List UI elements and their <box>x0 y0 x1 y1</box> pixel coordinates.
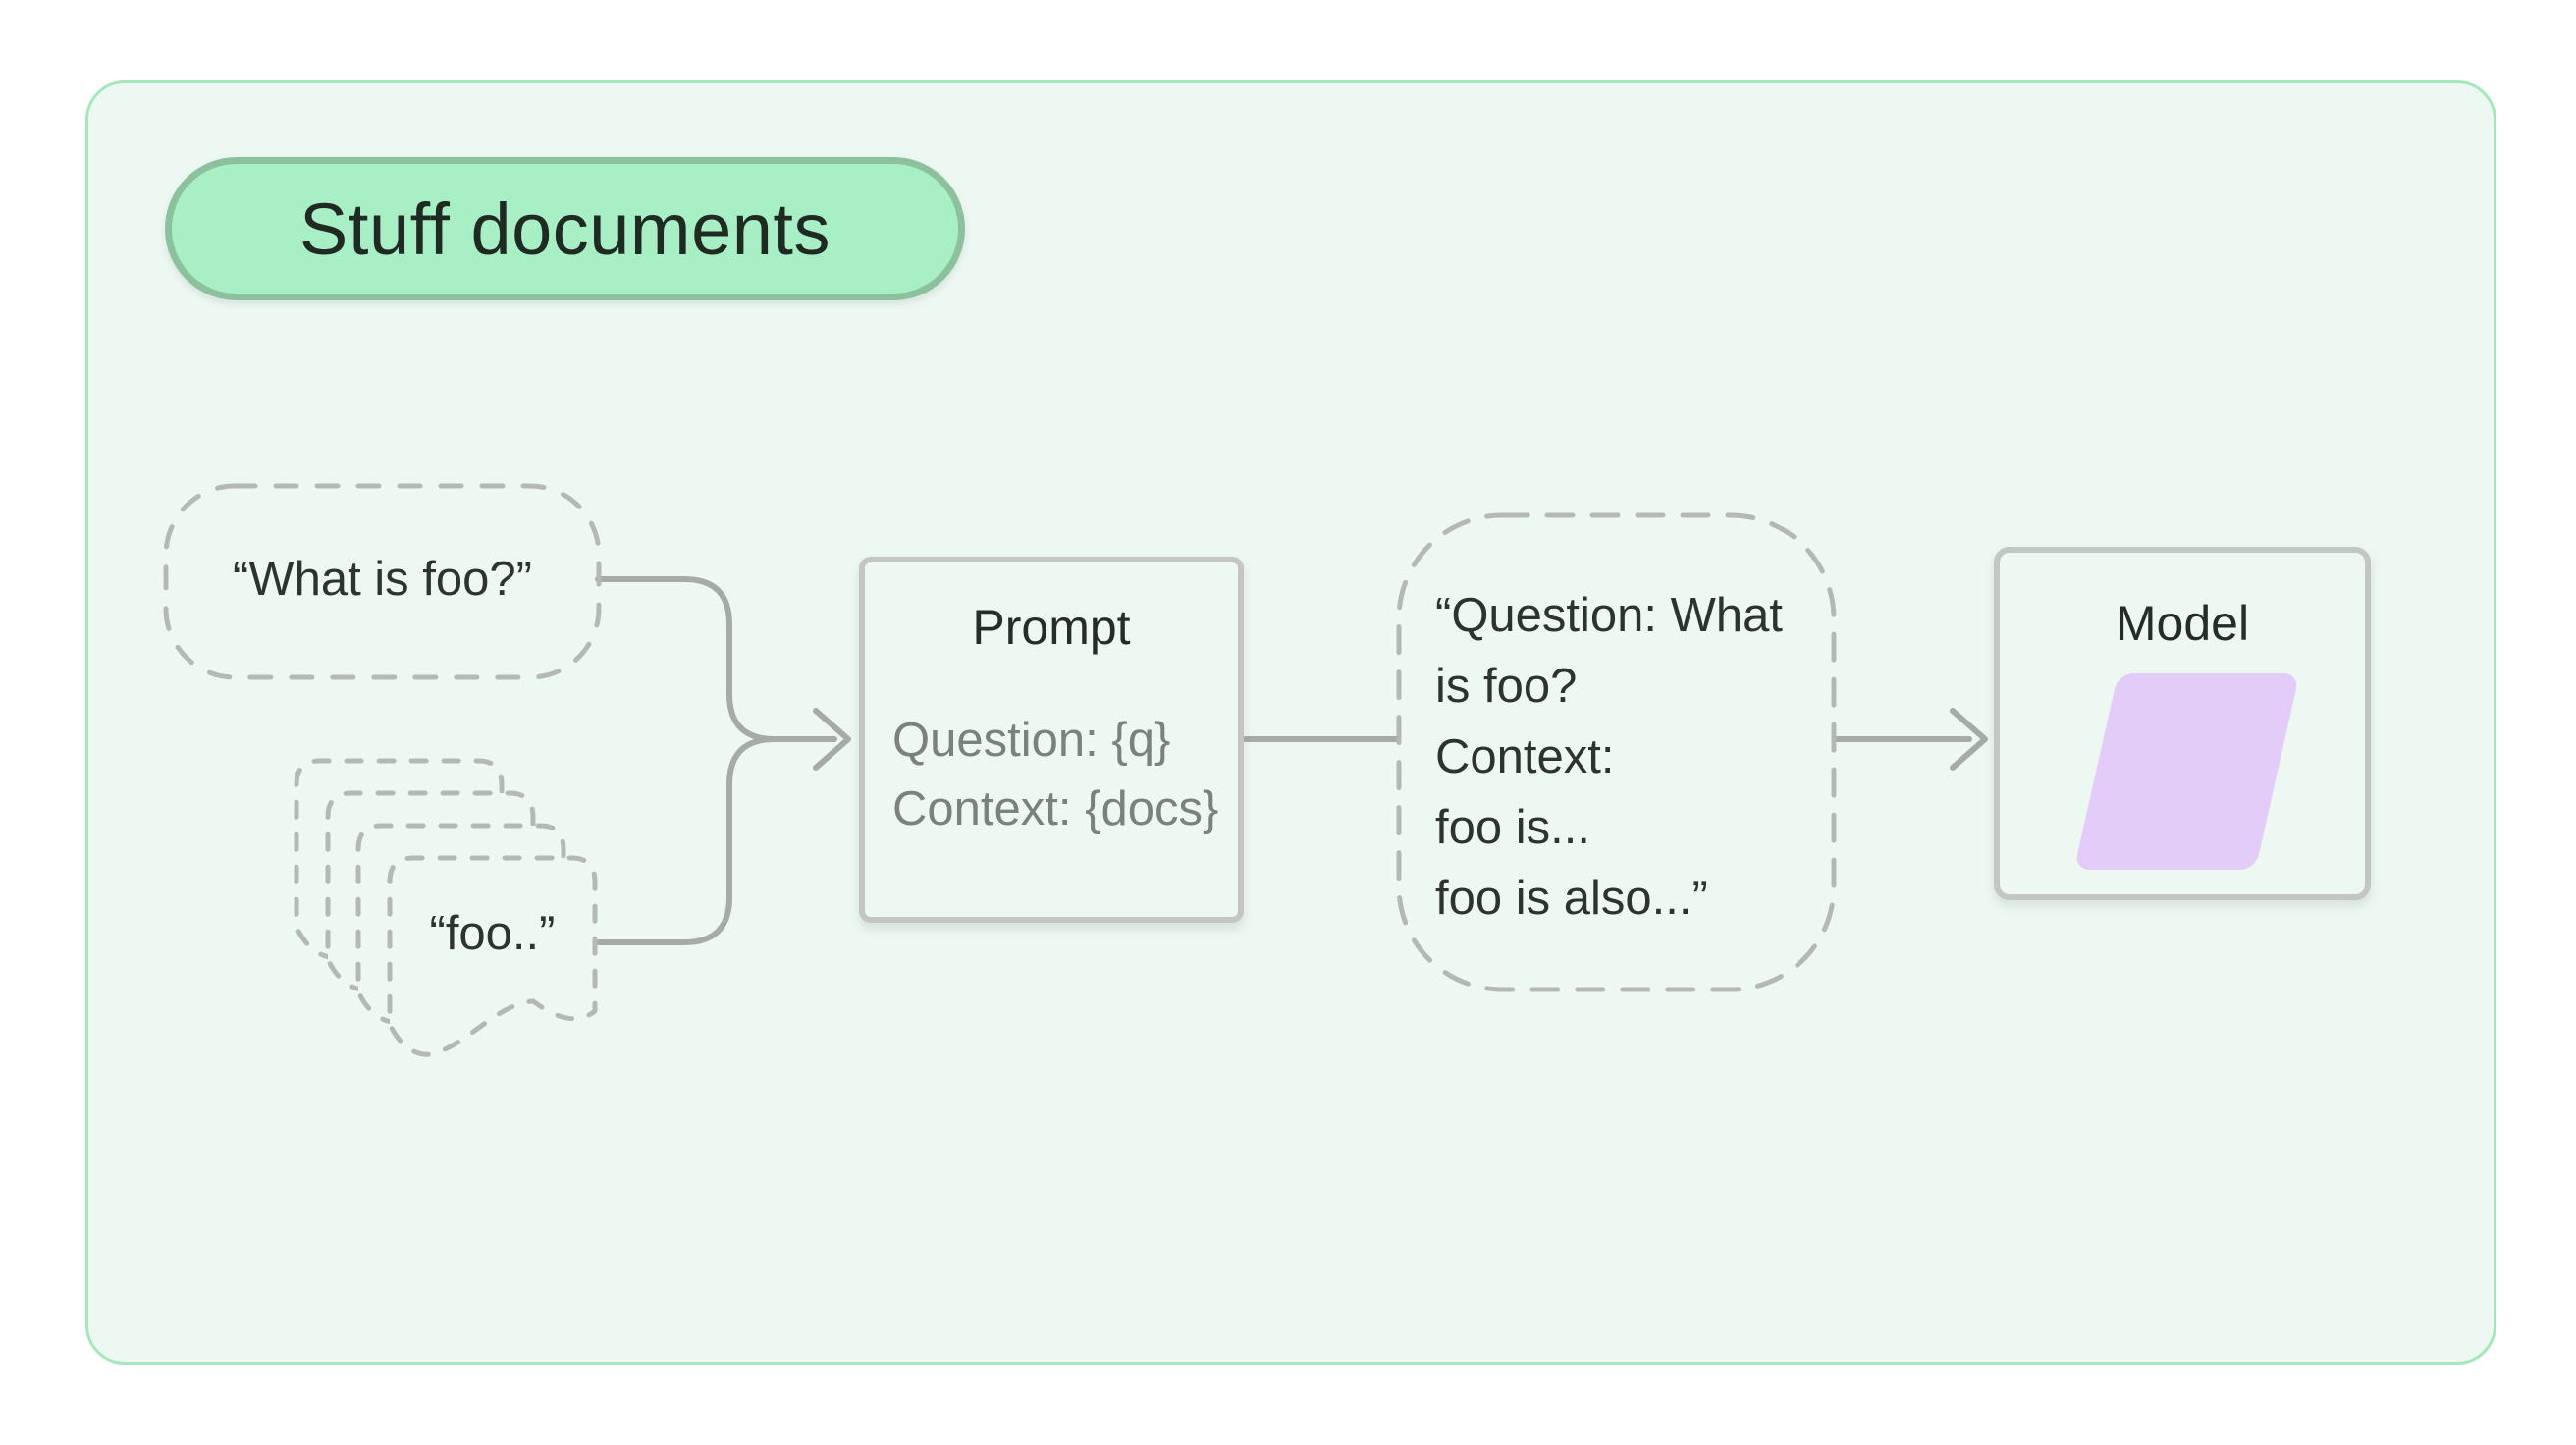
documents-node-label: “foo..” <box>429 907 556 960</box>
stuffed-prompt-line: is foo? <box>1435 660 1578 713</box>
prompt-node-box <box>859 557 1244 923</box>
query-node-label: “What is foo?” <box>233 553 532 606</box>
prompt-template-line: Question: {q} <box>892 714 1171 767</box>
stuffed-prompt-line: “Question: What <box>1435 589 1784 642</box>
query-node-outline <box>163 483 602 680</box>
connector-documents-to-junction <box>596 736 778 945</box>
diagram-title-badge: Stuff documents <box>165 157 965 300</box>
prompt-node-title: Prompt <box>972 600 1131 655</box>
prompt-template-line: Context: {docs} <box>892 782 1219 835</box>
stuffed-prompt-text: “Question: What is foo? Context: foo is.… <box>1435 580 1783 934</box>
stuffed-prompt-outline <box>1396 512 1837 992</box>
connector-question-to-junction <box>595 576 778 742</box>
model-node-box <box>1994 547 2371 900</box>
arrowhead-into-model-icon <box>1950 708 1988 771</box>
stuffed-prompt-line: foo is also...” <box>1435 872 1708 925</box>
stuffed-prompt-line: foo is... <box>1435 801 1590 854</box>
prompt-template-text: Question: {q} Context: {docs} <box>892 706 1218 843</box>
arrowhead-into-prompt-icon <box>813 708 851 771</box>
stuffed-prompt-line: Context: <box>1435 730 1615 783</box>
model-node-title: Model <box>2115 596 2250 651</box>
diagram-title: Stuff documents <box>299 187 831 270</box>
document-icon <box>387 855 598 1057</box>
document-stack-icon <box>294 758 598 1057</box>
